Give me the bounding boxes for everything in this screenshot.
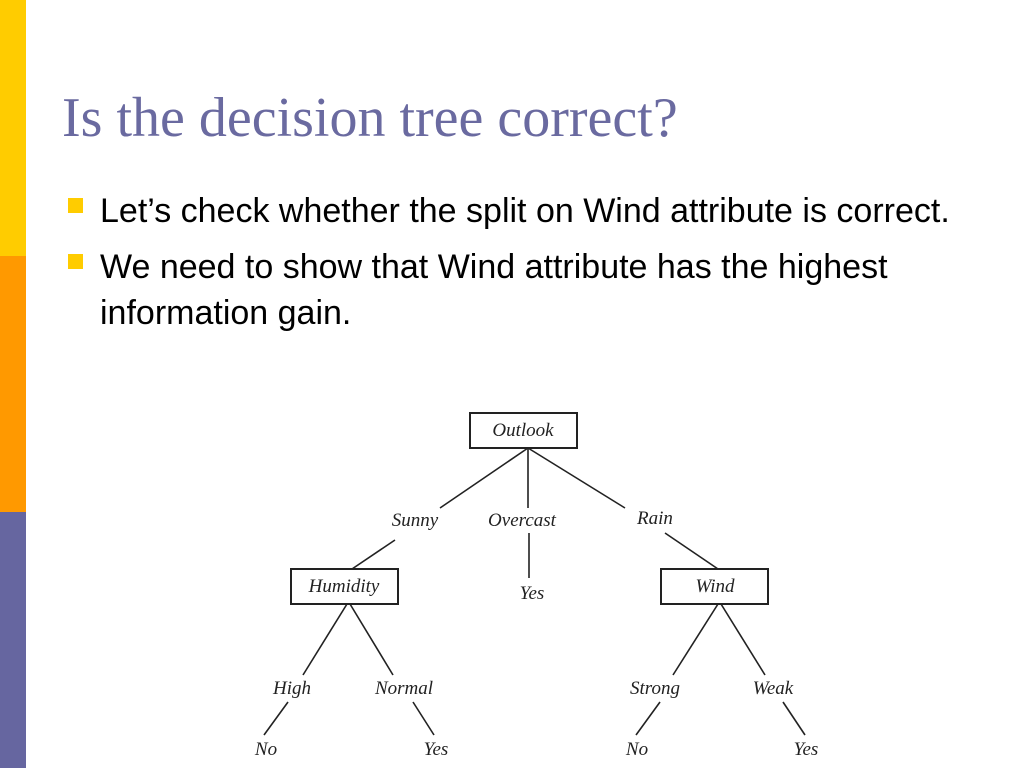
branch-label-overcast: Overcast: [488, 510, 557, 531]
square-bullet-icon: [68, 254, 83, 269]
slide-title: Is the decision tree correct?: [62, 87, 678, 149]
edge-sunny-humidity: [351, 539, 396, 570]
sidebar-segment-middle: [0, 256, 26, 512]
branch-label-rain: Rain: [636, 508, 673, 529]
leaf-label-weak-yes: Yes: [794, 739, 819, 760]
leaf-label-high-no: No: [254, 739, 277, 760]
bullet-text: We need to show that Wind attribute has …: [100, 248, 888, 332]
branch-label-strong: Strong: [630, 678, 680, 699]
node-box-wind: [660, 568, 769, 605]
node-label-humidity: Humidity: [308, 576, 380, 597]
sidebar-accent: [0, 0, 26, 768]
bullet-text: Let’s check whether the split on Wind at…: [100, 192, 950, 230]
bullet-list: Let’s check whether the split on Wind at…: [68, 188, 998, 346]
sidebar-segment-top: [0, 0, 26, 256]
edge-high-no: [263, 701, 289, 736]
branch-label-sunny: Sunny: [392, 510, 439, 531]
bullet-item: We need to show that Wind attribute has …: [68, 244, 998, 336]
edge-humidity-high: [302, 603, 348, 676]
edge-strong-no: [635, 701, 661, 736]
sidebar-segment-bottom: [0, 512, 26, 768]
bullet-item: Let’s check whether the split on Wind at…: [68, 188, 998, 234]
edge-wind-strong: [672, 603, 719, 676]
branch-label-high: High: [272, 678, 311, 699]
edge-outlook-sunny: [439, 447, 529, 509]
branch-label-normal: Normal: [374, 678, 433, 699]
edge-outlook-rain: [527, 447, 626, 509]
edge-rain-wind: [664, 532, 719, 570]
edge-wind-weak: [720, 603, 766, 676]
edge-humidity-normal: [349, 603, 394, 676]
branch-label-weak: Weak: [753, 678, 794, 699]
leaf-label-strong-no: No: [625, 739, 648, 760]
edge-normal-yes: [412, 701, 435, 736]
node-box-humidity: [290, 568, 399, 605]
node-label-wind: Wind: [695, 576, 735, 597]
node-box-outlook: [469, 412, 578, 449]
leaf-label-overcast-yes: Yes: [520, 583, 545, 604]
node-label-outlook: Outlook: [492, 420, 554, 441]
leaf-label-normal-yes: Yes: [424, 739, 449, 760]
square-bullet-icon: [68, 198, 83, 213]
edge-weak-yes: [782, 701, 806, 736]
